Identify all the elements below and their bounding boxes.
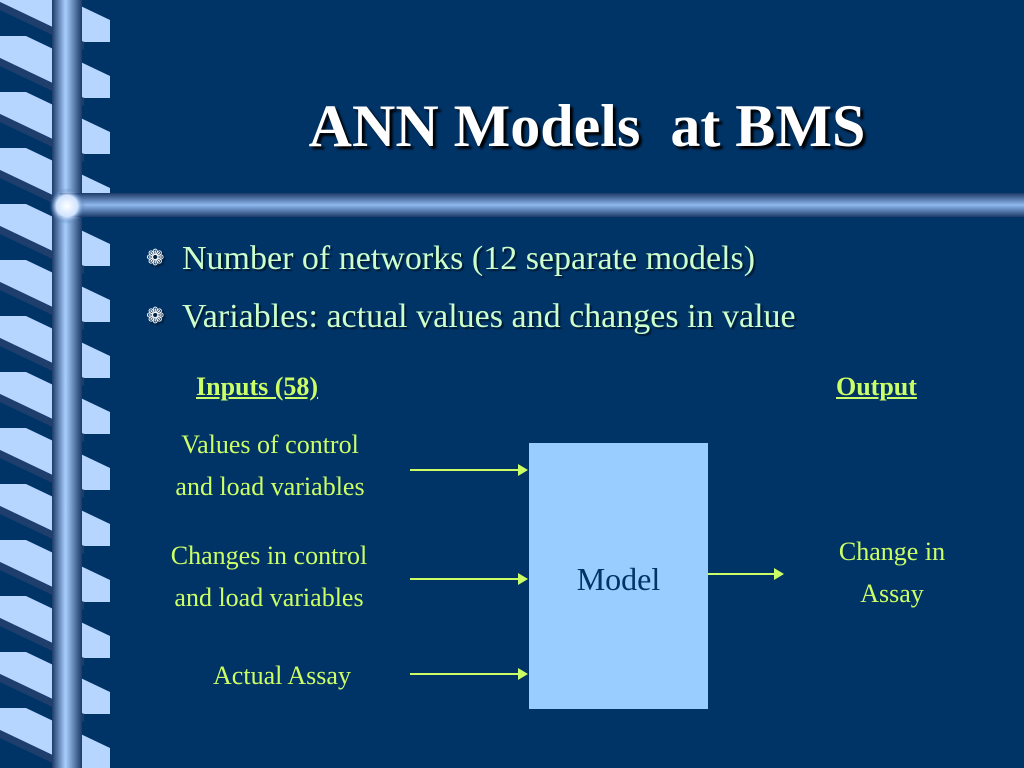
output-header: Output bbox=[836, 372, 917, 401]
slide-title: ANN Models at BMS bbox=[308, 93, 866, 159]
input-arrow bbox=[410, 464, 528, 476]
model-label: Model bbox=[576, 561, 661, 597]
bullet-item: ❁ Variables: actual values and changes in… bbox=[146, 298, 796, 336]
bullet-text: Number of networks (12 separate models) bbox=[182, 240, 756, 277]
input-arrow bbox=[410, 668, 528, 680]
flower-bullet-icon: ❁ bbox=[146, 245, 165, 270]
output-arrow bbox=[708, 568, 784, 580]
input-label-changes: Changes in control and load variables bbox=[170, 541, 368, 612]
input-label-values: Values of control and load variables bbox=[175, 430, 365, 501]
bullet-item: ❁ Number of networks (12 separate models) bbox=[146, 240, 755, 278]
input-label-assay: Actual Assay bbox=[213, 661, 351, 690]
model-box: Model bbox=[529, 443, 708, 709]
bullet-text: Variables: actual values and changes in … bbox=[182, 298, 796, 335]
output-label: Change in Assay bbox=[838, 537, 946, 608]
inputs-header: Inputs (58) bbox=[196, 372, 319, 401]
flower-bullet-icon: ❁ bbox=[146, 303, 165, 328]
input-arrow bbox=[410, 573, 528, 585]
